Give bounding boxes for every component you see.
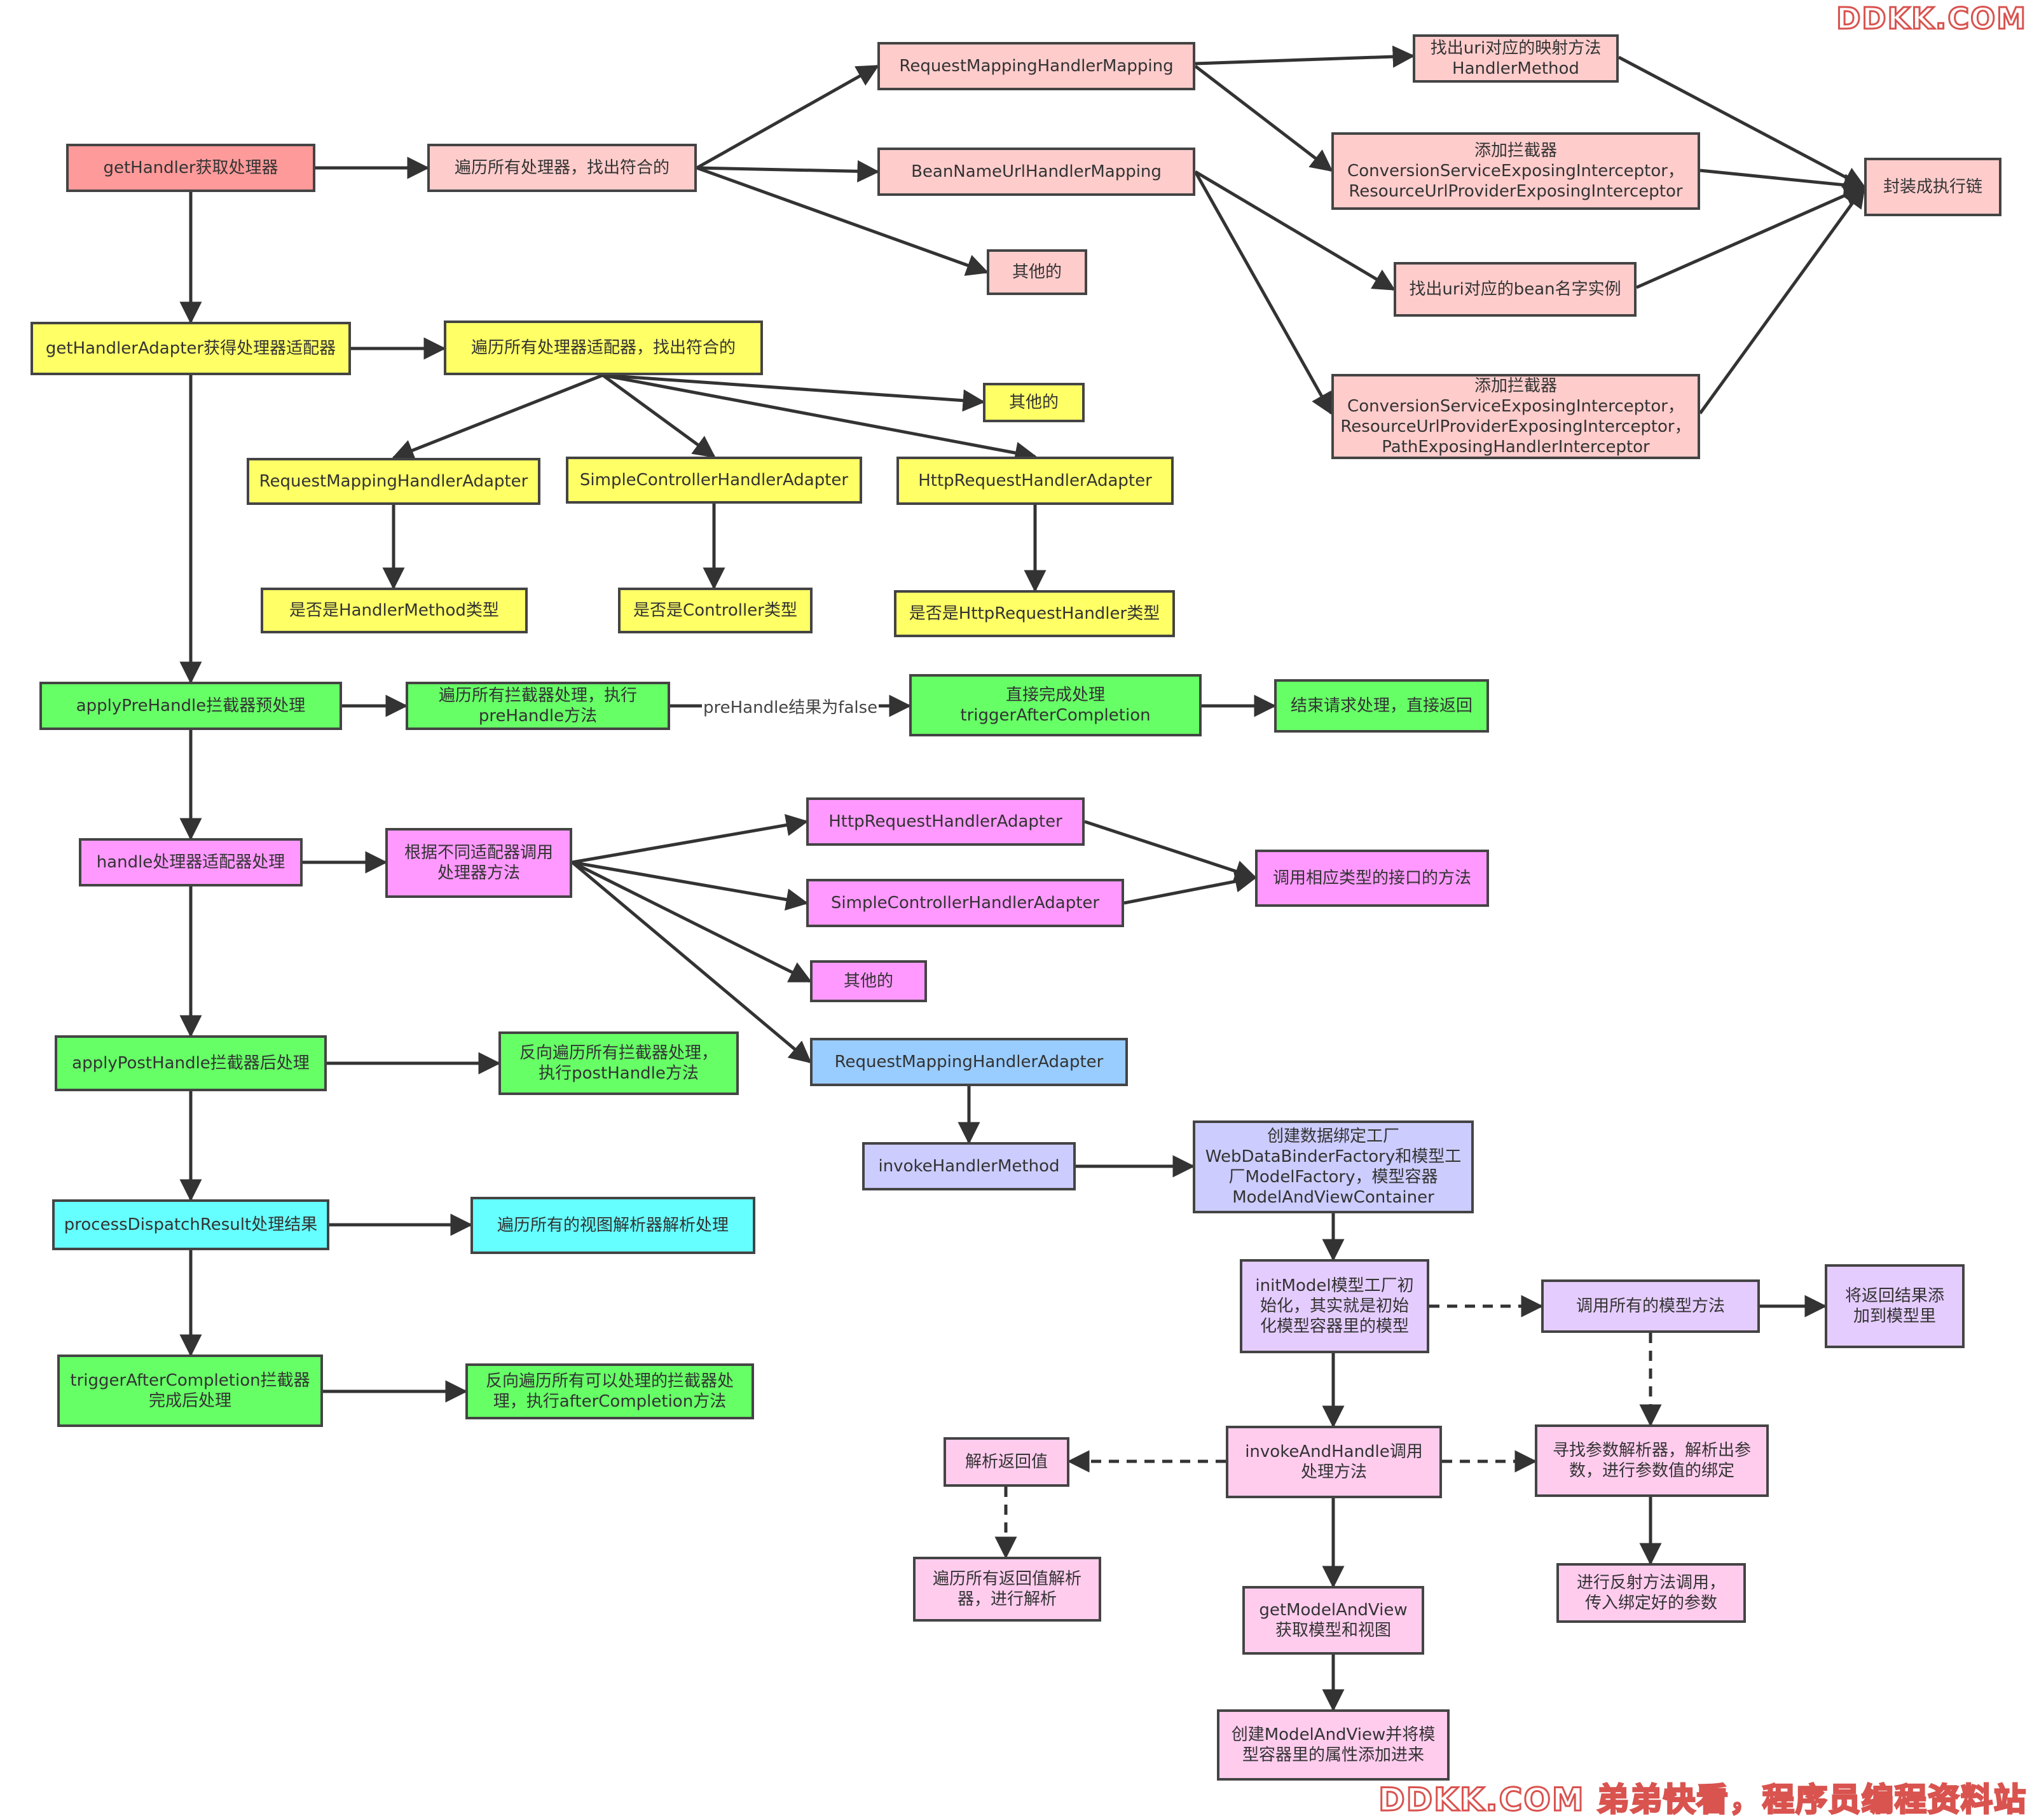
- node-is-http-request-handler: 是否是HttpRequestHandler类型: [894, 590, 1175, 637]
- edge-byadapter-other3: [571, 860, 813, 983]
- edge-iterate-other2: [602, 373, 985, 412]
- edge-hrha2-calliface: [1084, 820, 1258, 882]
- node-build-execution-chain: 封装成执行链: [1864, 158, 2001, 216]
- node-init-model: initModel模型工厂初 始化，其实就是初始 化模型容器里的模型: [1240, 1259, 1429, 1353]
- node-find-argument-resolver: 寻找参数解析器，解析出参 数，进行参数值的绑定: [1535, 1424, 1769, 1497]
- edge-iterate-rmhm: [696, 64, 880, 170]
- edge-iterate-hrha: [602, 373, 1038, 464]
- node-iterate-handlers: 遍历所有处理器，找出符合的: [427, 144, 697, 192]
- node-parse-return-value: 解析返回值: [944, 1437, 1069, 1487]
- node-find-uri-handler-method: 找出uri对应的映射方法 HandlerMethod: [1413, 34, 1619, 83]
- node-trigger-after-completion: triggerAfterCompletion拦截器 完成后处理: [57, 1355, 323, 1427]
- node-invoke-and-handle: invokeAndHandle调用 处理方法: [1226, 1426, 1442, 1498]
- node-get-handler-adapter: getHandlerAdapter获得处理器适配器: [31, 322, 351, 375]
- node-add-result-to-model: 将返回结果添 加到模型里: [1825, 1264, 1965, 1348]
- node-add-interceptors-1: 添加拦截器 ConversionServiceExposingIntercept…: [1331, 132, 1700, 210]
- node-other-adapters: 其他的: [983, 383, 1085, 422]
- node-request-mapping-handler-adapter-2: RequestMappingHandlerAdapter: [810, 1038, 1128, 1086]
- node-reverse-after-completion: 反向遍历所有可以处理的拦截器处 理，执行afterCompletion方法: [465, 1363, 754, 1419]
- node-iterate-return-handlers: 遍历所有返回值解析 器，进行解析: [913, 1557, 1101, 1622]
- node-reverse-post-handle: 反向遍历所有拦截器处理， 执行postHandle方法: [498, 1031, 739, 1095]
- edge-byadapter-scha2: [572, 860, 809, 911]
- edge-rmhm-add-interceptors1: [1194, 65, 1333, 172]
- node-simple-controller-handler-adapter: SimpleControllerHandlerAdapter: [566, 457, 862, 504]
- node-http-request-handler-adapter: HttpRequestHandlerAdapter: [896, 457, 1174, 505]
- edge-find-bean-chain: [1635, 184, 1867, 289]
- watermark-top: DDKK.COM: [1836, 1, 2027, 37]
- node-create-binder-factory: 创建数据绑定工厂 WebDataBinderFactory和模型工 厂Model…: [1193, 1120, 1474, 1213]
- edge-rmhm-find-method: [1195, 45, 1415, 68]
- edge-iterate-bnuhm: [696, 160, 880, 183]
- edge-iterate-scha: [601, 373, 716, 458]
- node-request-mapping-handler-adapter: RequestMappingHandlerAdapter: [247, 458, 540, 505]
- node-other-adapters-2: 其他的: [810, 960, 927, 1002]
- node-process-dispatch-result: processDispatchResult处理结果: [52, 1199, 329, 1250]
- node-iterate-view-resolvers: 遍历所有的视图解析器解析处理: [470, 1197, 755, 1254]
- edge-find-method-chain: [1617, 55, 1867, 189]
- edge-iterate-other1: [696, 166, 989, 276]
- node-iterate-adapters: 遍历所有处理器适配器，找出符合的: [444, 321, 763, 375]
- node-create-model-and-view: 创建ModelAndView并将模 型容器里的属性添加进来: [1217, 1709, 1450, 1781]
- node-apply-post-handle: applyPostHandle拦截器后处理: [55, 1035, 327, 1091]
- edge-add2-chain: [1698, 185, 1866, 415]
- node-get-handler: getHandler获取处理器: [66, 144, 315, 192]
- node-request-mapping-handler-mapping: RequestMappingHandlerMapping: [877, 42, 1195, 90]
- edge-add1-chain: [1699, 169, 1867, 196]
- edge-iterate-rmha: [391, 373, 603, 461]
- node-bean-name-url-handler-mapping: BeanNameUrlHandlerMapping: [877, 148, 1195, 196]
- node-invoke-handler-method: invokeHandlerMethod: [862, 1142, 1076, 1190]
- node-call-model-methods: 调用所有的模型方法: [1541, 1279, 1760, 1333]
- node-end-request: 结束请求处理，直接返回: [1274, 679, 1489, 733]
- node-direct-completion: 直接完成处理 triggerAfterCompletion: [909, 674, 1202, 736]
- node-is-handler-method: 是否是HandlerMethod类型: [261, 588, 528, 633]
- edge-scha2-calliface: [1123, 870, 1258, 905]
- node-http-request-handler-adapter-2: HttpRequestHandlerAdapter: [806, 797, 1085, 846]
- node-iterate-pre-handle: 遍历所有拦截器处理，执行 preHandle方法: [406, 682, 670, 730]
- edge-label-prehandle-false: preHandle结果为false: [702, 694, 879, 718]
- node-apply-pre-handle: applyPreHandle拦截器预处理: [39, 682, 342, 730]
- node-call-by-adapter: 根据不同适配器调用 处理器方法: [385, 828, 572, 898]
- node-get-model-and-view: getModelAndView 获取模型和视图: [1242, 1586, 1424, 1655]
- node-other-mappings: 其他的: [987, 249, 1087, 295]
- node-is-controller: 是否是Controller类型: [618, 588, 813, 633]
- node-add-interceptors-2: 添加拦截器 ConversionServiceExposingIntercept…: [1331, 374, 1700, 459]
- node-reflect-method-call: 进行反射方法调用， 传入绑定好的参数: [1556, 1563, 1746, 1623]
- edge-byadapter-rmha2: [571, 861, 812, 1064]
- edge-byadapter-hrha2: [572, 814, 809, 864]
- edge-bnuhm-add-interceptors2: [1193, 170, 1333, 416]
- node-handle-adapter: handle处理器适配器处理: [79, 838, 303, 886]
- node-call-interface-method: 调用相应类型的接口的方法: [1255, 850, 1489, 907]
- watermark-bottom: DDKK.COM 弟弟快看，程序员编程资料站: [1378, 1781, 2027, 1819]
- node-simple-controller-handler-adapter-2: SimpleControllerHandlerAdapter: [806, 879, 1124, 927]
- edge-bnuhm-find-bean: [1194, 170, 1396, 291]
- node-find-uri-bean: 找出uri对应的bean名字实例: [1394, 262, 1637, 317]
